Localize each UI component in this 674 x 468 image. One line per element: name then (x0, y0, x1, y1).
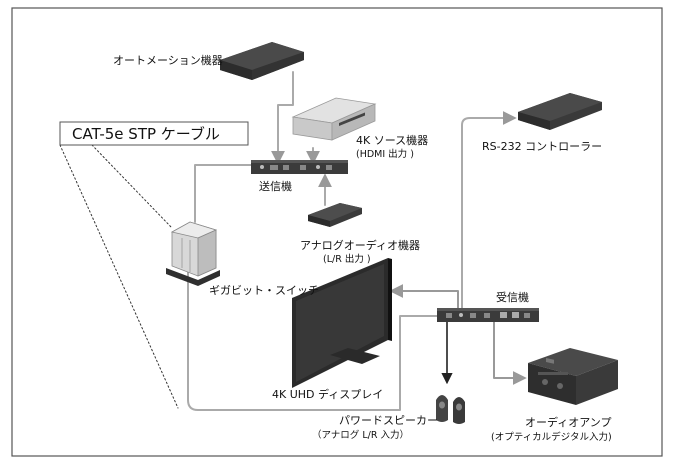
automation-device (220, 42, 304, 80)
label-analog-line2: (L/R 出力 ) (323, 253, 371, 265)
transmitter-device (251, 160, 348, 174)
callout-text: CAT-5e STP ケーブル (72, 125, 220, 143)
cable-automation (271, 71, 294, 165)
cable-rs232 (461, 111, 517, 309)
cable-switch-receiver (187, 269, 438, 411)
label-rs232: RS-232 コントローラー (482, 140, 602, 153)
label-display: 4K UHD ディスプレイ (272, 387, 383, 401)
label-gigabit-switch: ギガビット・スイッチ (209, 284, 319, 297)
gigabit-switch-device (166, 221, 220, 286)
cable-callout: CAT-5e STP ケーブル (59, 121, 249, 146)
label-speaker-line1: パワードスピーカー (339, 414, 438, 427)
label-source-line1: 4K ソース機器 (356, 133, 428, 147)
cable-display (389, 284, 459, 309)
cable-amp (493, 321, 527, 385)
label-amp-line1: オーディオアンプ (525, 415, 611, 429)
callout-line-1 (59, 144, 179, 409)
label-speaker-line2: （アナログ L/R 入力） (312, 429, 409, 441)
rs232-controller-device (518, 93, 602, 130)
cables (59, 71, 527, 411)
label-transmitter: 送信機 (259, 179, 292, 193)
analog-audio-device (308, 203, 362, 227)
label-automation: オートメーション機器 (113, 53, 223, 67)
receiver-device (437, 308, 539, 322)
labels: オートメーション機器 4K ソース機器 (HDMI 出力 ) 送信機 RS-23… (113, 53, 612, 443)
uhd-display (292, 258, 392, 388)
audio-amp-device (528, 348, 618, 405)
cable-tx-switch (194, 164, 259, 223)
label-amp-line2: (オプティカルデジタル入力) (491, 431, 612, 443)
label-analog-line1: アナログオーディオ機器 (300, 238, 420, 252)
callout-box (59, 121, 249, 146)
label-receiver: 受信機 (496, 290, 529, 304)
diagram-frame (11, 7, 663, 457)
powered-speakers (436, 395, 465, 424)
source-device (291, 97, 377, 141)
label-source-line2: (HDMI 出力 ) (356, 148, 414, 160)
callout-line-2 (91, 144, 173, 229)
